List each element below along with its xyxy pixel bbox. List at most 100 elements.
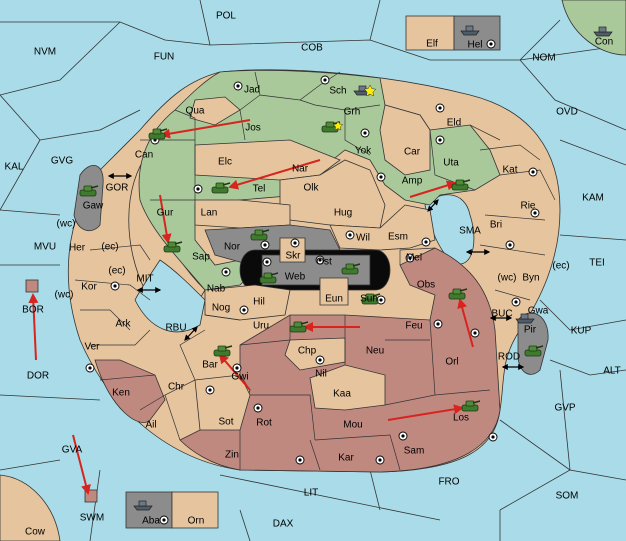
label-mou: Mou (343, 420, 362, 431)
label-wil: Wil (356, 233, 370, 244)
label-car: Car (404, 147, 421, 158)
label-pir: Pir (524, 325, 537, 336)
coast-wc-her: (wc) (57, 219, 76, 230)
label-nor: Nor (224, 242, 241, 253)
label-uta: Uta (443, 158, 459, 169)
label-sap: Sap (192, 252, 210, 263)
patch-chp (284, 337, 346, 371)
label-ail: Ail (145, 420, 156, 431)
label-alt: ALT (603, 366, 621, 377)
sea-labels: POL NVM FUN COB NOM OVD KAL GVG GOR KAM … (5, 11, 621, 530)
label-sma: SMA (459, 226, 481, 237)
label-kor: Kor (81, 282, 97, 293)
land-elf (405, 15, 455, 51)
label-ost: Ost (316, 257, 332, 268)
label-kam: KAM (582, 193, 604, 204)
label-grh: Grh (344, 107, 361, 118)
neutral-eun (319, 277, 349, 306)
label-cow: Cow (25, 527, 46, 538)
label-orl: Orl (445, 357, 458, 368)
label-rbu: RBU (165, 323, 186, 334)
label-ken: Ken (112, 388, 130, 399)
label-tei: TEI (589, 258, 605, 269)
coast-marks: (wc) (ec) (ec) (wc) (wc) (ec) (55, 219, 570, 301)
label-mvu: MVU (34, 242, 56, 253)
label-gur: Gur (157, 208, 174, 219)
gray-region-gaw (73, 165, 104, 232)
label-sun: Sun (360, 294, 378, 305)
label-mit: MIT (136, 274, 153, 285)
label-gvp: GVP (554, 403, 575, 414)
label-olk: Olk (304, 183, 320, 194)
coast-ec-byn: (ec) (552, 261, 569, 272)
label-elf: Elf (426, 39, 438, 50)
label-buc: BUC (491, 309, 512, 320)
label-nog: Nog (212, 303, 230, 314)
label-feu: Feu (405, 321, 422, 332)
label-amp: Amp (402, 176, 423, 187)
label-los: Los (453, 413, 469, 424)
label-jos: Jos (245, 123, 261, 134)
label-sot: Sot (218, 417, 233, 428)
label-mel: Mel (406, 253, 422, 264)
label-zin: Zin (225, 450, 239, 461)
label-gwa: Gwa (528, 306, 549, 317)
label-hil: Hil (253, 297, 265, 308)
label-uru: Uru (253, 321, 269, 332)
patch-wil-esm (329, 204, 436, 251)
label-her: Her (69, 243, 86, 254)
label-kal: KAL (5, 162, 24, 173)
label-elc: Elc (218, 157, 232, 168)
label-nil: Nil (315, 369, 327, 380)
label-gaw: Gaw (83, 201, 104, 212)
label-con: Con (595, 37, 613, 48)
coast-arrows (107, 173, 525, 370)
inner-sea (134, 259, 206, 333)
label-hel: Hel (467, 40, 482, 51)
label-skr: Skr (286, 251, 302, 262)
label-kup: KUP (571, 326, 592, 337)
label-rie: Rie (520, 201, 535, 212)
label-eld: Eld (447, 118, 461, 129)
label-qua: Qua (186, 106, 205, 117)
label-gor: GOR (106, 183, 129, 194)
label-fro: FRO (438, 477, 459, 488)
label-kar: Kar (338, 453, 354, 464)
coast-ec-kor: (ec) (108, 266, 125, 277)
label-ark: Ark (116, 319, 132, 330)
label-orn: Orn (188, 516, 205, 527)
label-hug: Hug (334, 208, 352, 219)
label-cob: COB (301, 43, 323, 54)
label-jad: Jad (244, 85, 260, 96)
label-kaa: Kaa (333, 389, 351, 400)
label-fun: FUN (154, 52, 175, 63)
label-rod: ROD (498, 352, 520, 363)
label-dax: DAX (273, 519, 294, 530)
label-esm: Esm (388, 232, 408, 243)
order-arrows (28, 119, 474, 495)
label-yok: Yok (355, 146, 372, 157)
label-neu: Neu (366, 346, 384, 357)
patch-car (379, 104, 431, 176)
label-nvm: NVM (34, 47, 56, 58)
label-bar: Bar (202, 360, 218, 371)
label-lit: LIT (304, 488, 318, 499)
label-ovd: OVD (556, 107, 578, 118)
patch-qua (189, 96, 241, 126)
supply-centers (85, 39, 540, 525)
label-tel: Tel (253, 184, 266, 195)
label-aba: Aba (142, 516, 160, 527)
label-bri: Bri (490, 220, 502, 231)
land-labels: Jad Sch Qua Jos Grh Can Elc Nar Yok Car … (25, 37, 613, 538)
star-icon (332, 84, 377, 131)
gray-webost (261, 254, 371, 286)
label-pol: POL (216, 11, 236, 22)
label-byn: Byn (522, 273, 539, 284)
label-som: SOM (556, 491, 579, 502)
label-can: Can (135, 150, 153, 161)
label-lan: Lan (201, 208, 218, 219)
label-gwi: Gwi (231, 372, 248, 383)
label-obs: Obs (417, 280, 435, 291)
label-ver: Ver (84, 342, 100, 353)
